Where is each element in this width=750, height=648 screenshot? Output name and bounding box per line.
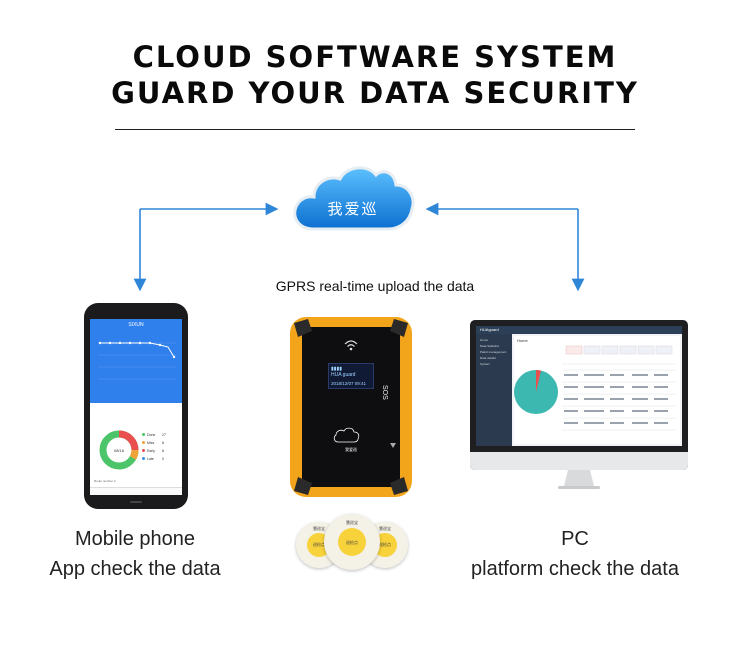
device-cloud-label: 我爱巡 — [345, 447, 357, 452]
device-lcd: ▮▮▮▮ HUA guard 2018/12/07 09:41 — [328, 363, 374, 389]
lcd-datetime: 2018/12/07 09:41 — [331, 381, 367, 386]
patrol-guard-device: ▮▮▮▮ HUA guard 2018/12/07 09:41 SOS 我爱巡 — [290, 317, 412, 497]
phone-tab-bar — [90, 487, 182, 495]
home-button-icon — [130, 501, 142, 503]
platform-logo: HUAguard — [480, 327, 499, 332]
sidebar-item: Data Statistics — [480, 344, 500, 348]
monitor-chin — [470, 452, 688, 470]
pc-monitor: HUAguard Home Data Statistics Patrol man… — [470, 320, 688, 470]
pc-caption-line-2: platform check the data — [471, 558, 679, 580]
pc-caption-line-1: PC — [561, 528, 589, 550]
sidebar-item: Data details — [480, 356, 496, 360]
platform-top-bar: HUAguard — [476, 326, 682, 334]
sidebar-item: System — [480, 362, 491, 366]
device-face — [302, 327, 400, 487]
platform-breadcrumb: Home — [517, 338, 528, 343]
divider — [115, 129, 635, 130]
monitor-screen: HUAguard Home Data Statistics Patrol man… — [476, 326, 682, 446]
headline-line-1: CLOUD SOFTWARE SYSTEM — [132, 40, 618, 74]
headline-line-2: GUARD YOUR DATA SECURITY — [111, 76, 639, 110]
platform-dashboard-graphics — [514, 345, 676, 431]
phone-footer: Route number 4 — [94, 479, 116, 483]
nfc-tag: 慧巡宝 巡检点 — [324, 514, 380, 570]
mobile-caption-line-1: Mobile phone — [74, 528, 196, 550]
app-title: SIXUN — [128, 322, 144, 328]
donut-center-label: 08/16 — [113, 448, 124, 453]
device-graphics — [294, 319, 408, 495]
phone-app-graphics — [98, 341, 176, 470]
mobile-caption-line-2: App check the data — [49, 558, 221, 580]
platform-main: Home — [514, 336, 680, 444]
monitor-stand — [558, 470, 600, 489]
lcd-line-1: ▮▮▮▮ — [331, 366, 343, 372]
cloud-icon — [293, 166, 415, 231]
wifi-icon — [344, 340, 358, 351]
cloud-label: 我爱巡 — [327, 200, 379, 218]
phone-chart-panel — [90, 319, 182, 403]
upload-label: GPRS real-time upload the data — [275, 278, 475, 294]
sos-label: SOS — [381, 385, 388, 400]
platform-sidebar: Home Data Statistics Patrol management D… — [476, 334, 512, 446]
sidebar-item: Home — [480, 338, 489, 342]
sidebar-item: Patrol management — [480, 350, 507, 354]
lcd-title: HUA guard — [331, 372, 356, 378]
